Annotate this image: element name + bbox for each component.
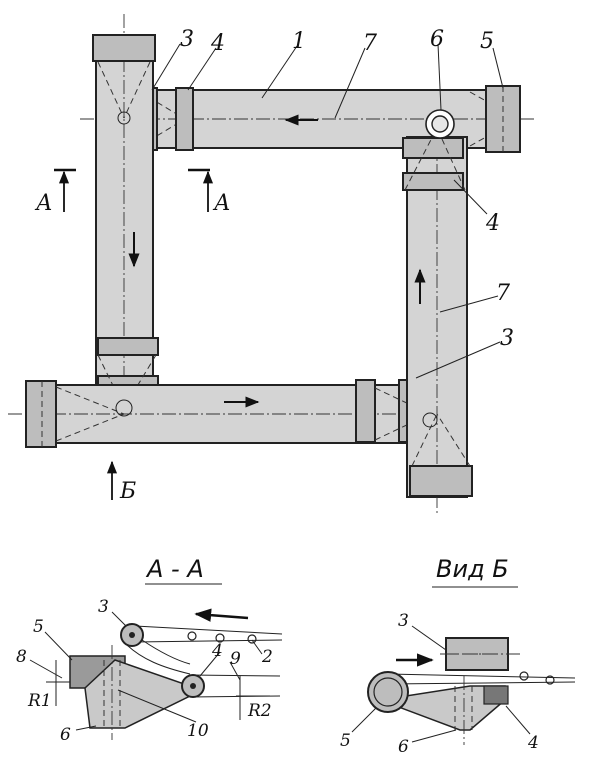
view-marker-b: Б <box>106 460 136 504</box>
section-marker-right: А <box>188 168 231 216</box>
turn-roller-top-left <box>117 111 131 125</box>
label-7-right: 7 <box>496 281 510 306</box>
view-b-title: Вид Б <box>436 555 509 583</box>
plan-leaders <box>151 43 504 379</box>
turn-roller-bottom-left <box>115 399 133 417</box>
aa-label-8: 8 <box>16 647 27 667</box>
aa-label-2: 2 <box>261 647 273 667</box>
label-3-top: 3 <box>180 27 194 52</box>
right-belt <box>402 120 473 515</box>
vb-label-4: 4 <box>527 733 539 753</box>
vb-label-6: 6 <box>398 737 409 757</box>
label-4-right: 4 <box>485 211 500 236</box>
vb-label-5: 5 <box>340 731 351 751</box>
svg-text:Б: Б <box>119 479 136 504</box>
left-belt <box>92 14 159 420</box>
aa-label-3: 3 <box>98 597 109 617</box>
label-7-top: 7 <box>363 31 377 56</box>
label-5: 5 <box>480 29 494 54</box>
flow-arrows <box>128 114 426 408</box>
section-marker-left: А <box>34 168 76 216</box>
label-6: 6 <box>430 27 444 52</box>
aa-label-4: 4 <box>211 641 223 661</box>
section-aa: А - А <box>16 555 283 745</box>
aa-label-9: 9 <box>230 649 241 669</box>
vb-label-3: 3 <box>398 611 409 631</box>
label-1: 1 <box>292 29 306 54</box>
svg-text:А: А <box>34 191 53 216</box>
svg-text:А: А <box>212 191 231 216</box>
plan-view: А А Б 3 4 1 7 6 5 4 7 <box>8 14 535 515</box>
label-4-top: 4 <box>210 31 225 56</box>
aa-label-6: 6 <box>60 725 71 745</box>
aa-label-r1: R1 <box>27 691 52 711</box>
section-aa-title: А - А <box>145 555 204 583</box>
drive-roller <box>425 109 455 139</box>
aa-label-r2: R2 <box>247 701 272 721</box>
bottom-belt <box>8 379 440 448</box>
label-3-right: 3 <box>500 326 514 351</box>
view-b: Вид Б 3 5 6 4 <box>340 555 576 757</box>
top-belt <box>80 85 535 153</box>
aa-label-10: 10 <box>187 721 209 741</box>
aa-label-5: 5 <box>33 617 44 637</box>
turn-roller-bottom-right <box>422 412 438 428</box>
